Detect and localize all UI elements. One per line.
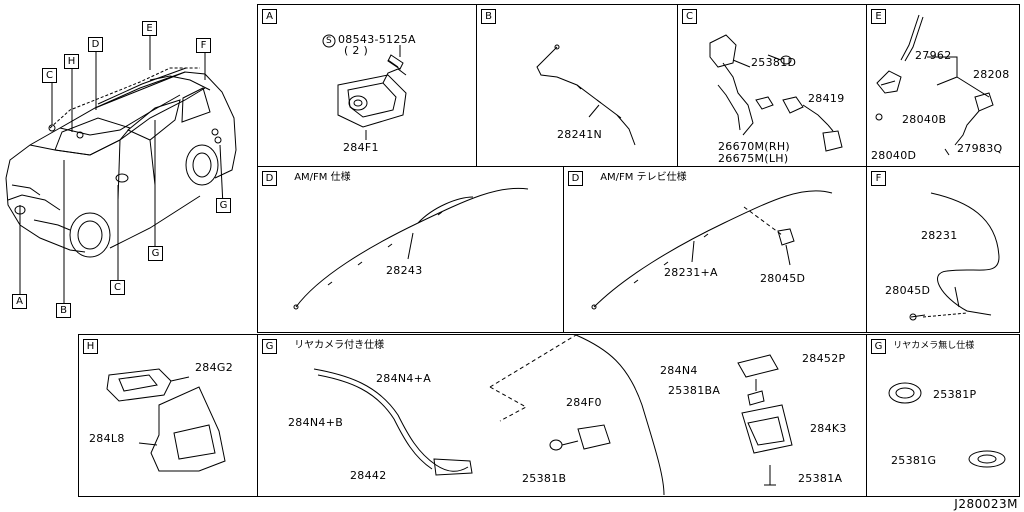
panel-d-amfm: D AM/FM 仕様 28243: [257, 166, 564, 333]
callout-c-lower: C: [110, 280, 125, 295]
part-27983q: 27983Q: [957, 142, 1003, 155]
part-28231-a: 28231+A: [664, 266, 718, 279]
callout-b: B: [56, 303, 71, 318]
part-25381g: 25381G: [891, 454, 937, 467]
part-26675m-lh: 26675M(LH): [718, 152, 789, 165]
panel-f-drawing: [867, 167, 1021, 334]
part-08543-5125a: 08543-5125A: [338, 33, 416, 46]
callout-a: A: [12, 294, 27, 309]
part-284l8: 284L8: [89, 432, 125, 445]
callout-d: D: [88, 37, 103, 52]
part-28040d: 28040D: [871, 149, 917, 162]
part-284n4-b: 284N4+B: [288, 416, 344, 429]
part-28231: 28231: [921, 229, 958, 242]
part-qty-2: ( 2 ): [344, 44, 369, 57]
part-284f1: 284F1: [343, 141, 379, 154]
part-284g2: 284G2: [195, 361, 234, 374]
panel-c-letter: C: [682, 9, 697, 24]
callout-g-lower: G: [216, 198, 231, 213]
panel-d-amfm-tv-letter: D: [568, 171, 583, 186]
panel-g-with-camera-caption: リヤカメラ付き仕様: [294, 340, 385, 351]
panel-d-amfm-drawing: [258, 167, 565, 334]
panel-c: C 25381D 28419 26670M(RH) 26675M(LH): [677, 4, 867, 167]
part-25381b: 25381B: [522, 472, 567, 485]
part-27962: 27962: [915, 49, 952, 62]
panel-a-drawing: [258, 5, 478, 168]
panel-g-with-camera: G リヤカメラ付き仕様: [257, 334, 867, 497]
part-28442: 28442: [350, 469, 387, 482]
part-28419: 28419: [808, 92, 845, 105]
panel-d-amfm-tv-caption: AM/FM テレビ仕様: [600, 172, 687, 183]
part-28208: 28208: [973, 68, 1010, 81]
panel-d-amfm-tv-drawing: [564, 167, 868, 334]
panel-f: F 28231 28045D: [866, 166, 1020, 333]
callout-g: F: [196, 38, 211, 53]
panel-g-with-camera-drawing: [258, 335, 868, 498]
panel-d-amfm-tv: D AM/FM テレビ仕様 28231+A 28045D: [563, 166, 867, 333]
document-id: J280023M: [954, 497, 1018, 511]
part-284n4-a: 284N4+A: [376, 372, 432, 385]
vehicle-overview: C H D E F A B C G G: [0, 0, 258, 330]
panel-b-letter: B: [481, 9, 496, 24]
part-28241n: 28241N: [557, 128, 603, 141]
part-28045d-tv: 28045D: [760, 272, 806, 285]
panel-b-drawing: [477, 5, 679, 168]
part-28045d-f: 28045D: [885, 284, 931, 297]
panel-g-without-camera-caption: リヤカメラ無し仕様: [893, 341, 975, 351]
panel-e-letter: E: [871, 9, 886, 24]
panel-c-drawing: [678, 5, 868, 168]
part-28243: 28243: [386, 264, 423, 277]
part-284f0: 284F0: [566, 396, 602, 409]
part-25381d: 25381D: [751, 56, 797, 69]
panel-a-letter: A: [262, 9, 277, 24]
part-28040b: 28040B: [902, 113, 947, 126]
panel-e-drawing: [867, 5, 1021, 168]
panel-d-amfm-letter: D: [262, 171, 277, 186]
panel-b: B 28241N: [476, 4, 678, 167]
panel-g-with-camera-letter: G: [262, 339, 277, 354]
part-284n4: 284N4: [660, 364, 698, 377]
panel-g-without-camera: G リヤカメラ無し仕様 25381P 25381G: [866, 334, 1020, 497]
part-284k3: 284K3: [810, 422, 847, 435]
callout-e: E: [142, 21, 157, 36]
part-28452p: 28452P: [802, 352, 846, 365]
panel-d-amfm-caption: AM/FM 仕様: [294, 172, 351, 183]
panel-g-without-camera-letter: G: [871, 339, 886, 354]
callout-f: G: [148, 246, 163, 261]
panel-f-letter: F: [871, 171, 886, 186]
part-25381ba: 25381BA: [668, 384, 721, 397]
panel-h-letter: H: [83, 339, 98, 354]
part-26670m-rh: 26670M(RH): [718, 140, 790, 153]
part-circle-mark: S: [326, 36, 333, 46]
callout-c: C: [42, 68, 57, 83]
panel-h: H 284G2 284L8: [78, 334, 258, 497]
callout-h: H: [64, 54, 79, 69]
part-25381a: 25381A: [798, 472, 843, 485]
part-25381p: 25381P: [933, 388, 977, 401]
panel-h-drawing: [79, 335, 259, 498]
vehicle-illustration: [0, 0, 258, 330]
panel-a: A S 08543-5125A ( 2 ) 284F1: [257, 4, 477, 167]
panel-g-without-camera-drawing: [867, 335, 1021, 498]
panel-e: E 27962 28208 28040B 28040D 27983Q: [866, 4, 1020, 167]
